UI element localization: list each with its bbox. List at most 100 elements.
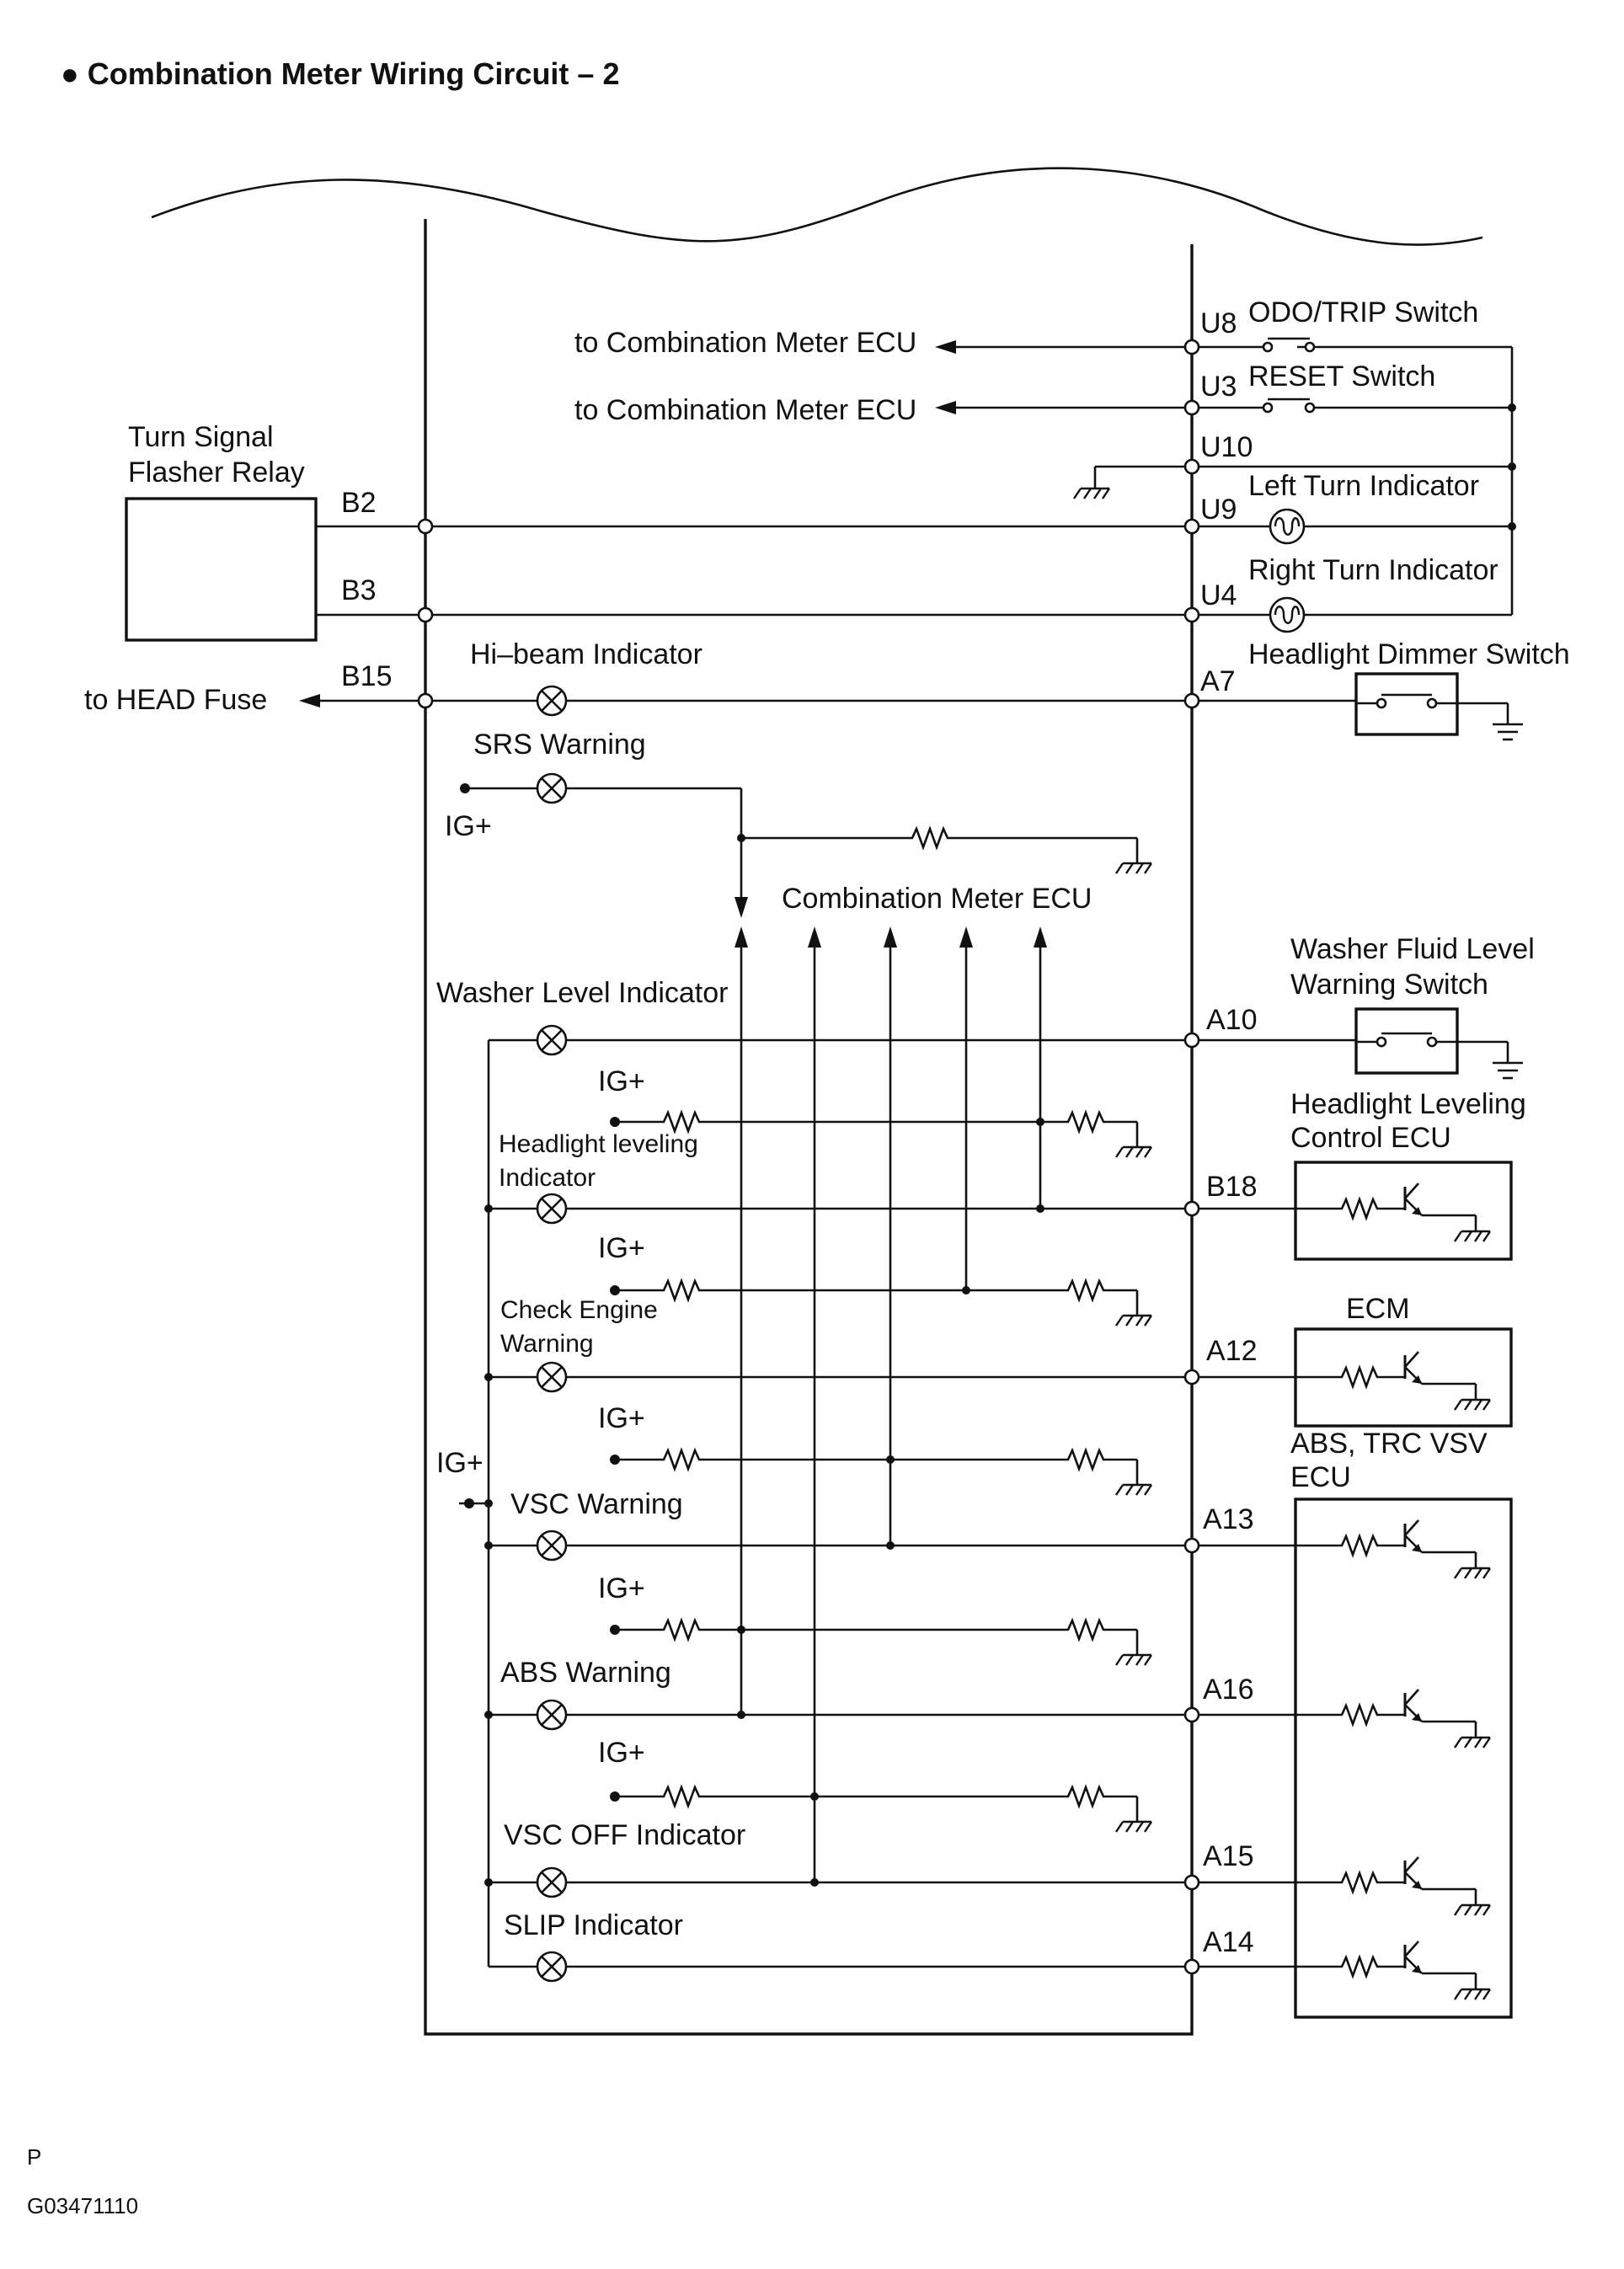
hi-beam-indicator-label: Hi–beam Indicator [470, 638, 702, 670]
to-ecu-label-1: to Combination Meter ECU [574, 327, 916, 359]
ground-icon [1114, 1820, 1153, 1834]
resistor-icon [1060, 1619, 1112, 1641]
ground-icon [1114, 862, 1153, 875]
combination-meter-ecu-label: Combination Meter ECU [782, 883, 1092, 915]
resistor-icon [1333, 1535, 1386, 1556]
terminal-pin [1183, 1874, 1200, 1891]
ground-icon [1453, 1988, 1492, 2001]
flasher-relay-label-1: Turn Signal [128, 421, 274, 453]
right-turn-indicator-label: Right Turn Indicator [1248, 554, 1498, 586]
ig-label-vsc: IG+ [598, 1402, 645, 1434]
resistor-icon [1333, 1704, 1386, 1726]
ground-icon [1114, 1653, 1153, 1667]
abs-lamp-icon [536, 1699, 568, 1731]
wavy-break-line [151, 167, 1483, 246]
ground-icon [1453, 1398, 1492, 1412]
resistor-icon [904, 827, 956, 849]
terminal-u3: U3 [1200, 371, 1237, 403]
abs-ecu-label-1: ABS, TRC VSV [1290, 1428, 1488, 1460]
terminal-pin [1183, 1032, 1200, 1049]
to-ecu-label-2: to Combination Meter ECU [574, 394, 916, 426]
ig-label-srs: IG+ [445, 810, 492, 842]
terminal-pin [1183, 1706, 1200, 1723]
terminal-u8: U8 [1200, 307, 1237, 339]
srs-warning-label: SRS Warning [473, 729, 646, 761]
ground-icon [1491, 1061, 1525, 1080]
terminal-pin [1183, 1537, 1200, 1554]
headlight-leveling-indicator-label-1: Headlight leveling [499, 1130, 698, 1158]
resistor-icon [1060, 1786, 1112, 1807]
terminal-a7: A7 [1200, 665, 1236, 697]
ground-icon [1453, 1230, 1492, 1243]
leveling-ecu-label-1: Headlight Leveling [1290, 1088, 1526, 1120]
slip-indicator-label: SLIP Indicator [504, 1909, 683, 1941]
vsc-warning-label: VSC Warning [510, 1488, 683, 1520]
footer-figure-code: G03471110 [27, 2193, 138, 2218]
flasher-relay-box [125, 497, 318, 642]
washer-switch-label-2: Warning Switch [1290, 969, 1488, 1001]
washer-level-indicator-label: Washer Level Indicator [436, 977, 728, 1009]
dimmer-switch-label: Headlight Dimmer Switch [1248, 638, 1570, 670]
abs-ecu-label-2: ECU [1290, 1461, 1351, 1493]
terminal-b2: B2 [341, 487, 377, 519]
reset-switch-label: RESET Switch [1248, 360, 1435, 392]
footer-page-letter: P [27, 2144, 41, 2170]
ig-label-leveling: IG+ [598, 1065, 645, 1097]
check-engine-label-2: Warning [500, 1330, 594, 1358]
abs-ecu-box [1294, 1498, 1513, 2019]
resistor-icon [655, 1111, 708, 1133]
ig-label-vsc-off: IG+ [598, 1737, 645, 1769]
terminal-pin [1183, 1369, 1200, 1385]
transistor-icon [1403, 1350, 1424, 1385]
terminal-u10: U10 [1200, 431, 1253, 463]
ecm-box [1294, 1327, 1513, 1428]
ground-icon [1491, 723, 1525, 741]
ig-label-check-engine: IG+ [598, 1232, 645, 1264]
right-turn-bulb-icon [1269, 596, 1306, 633]
hi-beam-lamp-icon [536, 685, 568, 717]
resistor-icon [1333, 1956, 1386, 1978]
to-head-fuse-label: to HEAD Fuse [84, 684, 267, 716]
check-engine-label-1: Check Engine [500, 1296, 658, 1324]
terminal-a12: A12 [1206, 1335, 1258, 1367]
leveling-lamp-icon [536, 1193, 568, 1225]
leveling-ecu-box [1294, 1161, 1513, 1261]
ig-label-left: IG+ [436, 1447, 483, 1479]
ground-icon [1453, 1736, 1492, 1749]
terminal-b18: B18 [1206, 1171, 1258, 1203]
ground-icon [1072, 487, 1111, 500]
transistor-icon [1403, 1519, 1424, 1554]
terminal-a14: A14 [1203, 1926, 1254, 1958]
resistor-icon [655, 1786, 708, 1807]
ecm-label: ECM [1346, 1293, 1410, 1325]
washer-lamp-icon [536, 1024, 568, 1056]
resistor-icon [655, 1449, 708, 1471]
transistor-icon [1403, 1855, 1424, 1891]
transistor-icon [1403, 1688, 1424, 1723]
ground-icon [1114, 1314, 1153, 1327]
resistor-icon [1333, 1871, 1386, 1893]
slip-lamp-icon [536, 1951, 568, 1983]
terminal-pin [1183, 339, 1200, 355]
leveling-ecu-label-2: Control ECU [1290, 1122, 1451, 1154]
combination-meter-box [424, 219, 1194, 2036]
resistor-icon [655, 1279, 708, 1301]
terminal-pin [417, 692, 434, 709]
washer-switch-label-1: Washer Fluid Level [1290, 933, 1535, 965]
terminal-pin [417, 518, 434, 535]
terminal-u9: U9 [1200, 494, 1237, 526]
vsc-off-indicator-label: VSC OFF Indicator [504, 1819, 745, 1851]
odo-trip-switch-label: ODO/TRIP Switch [1248, 296, 1478, 328]
terminal-u4: U4 [1200, 579, 1237, 611]
resistor-icon [1333, 1198, 1386, 1220]
terminal-a15: A15 [1203, 1840, 1254, 1872]
ground-icon [1453, 1903, 1492, 1917]
check-engine-lamp-icon [536, 1361, 568, 1393]
vsc-lamp-icon [536, 1530, 568, 1562]
ig-label-abs: IG+ [598, 1572, 645, 1604]
ground-icon [1114, 1145, 1153, 1159]
diagram-title: ● Combination Meter Wiring Circuit – 2 [61, 56, 619, 91]
left-turn-indicator-label: Left Turn Indicator [1248, 470, 1479, 502]
resistor-icon [1060, 1279, 1112, 1301]
